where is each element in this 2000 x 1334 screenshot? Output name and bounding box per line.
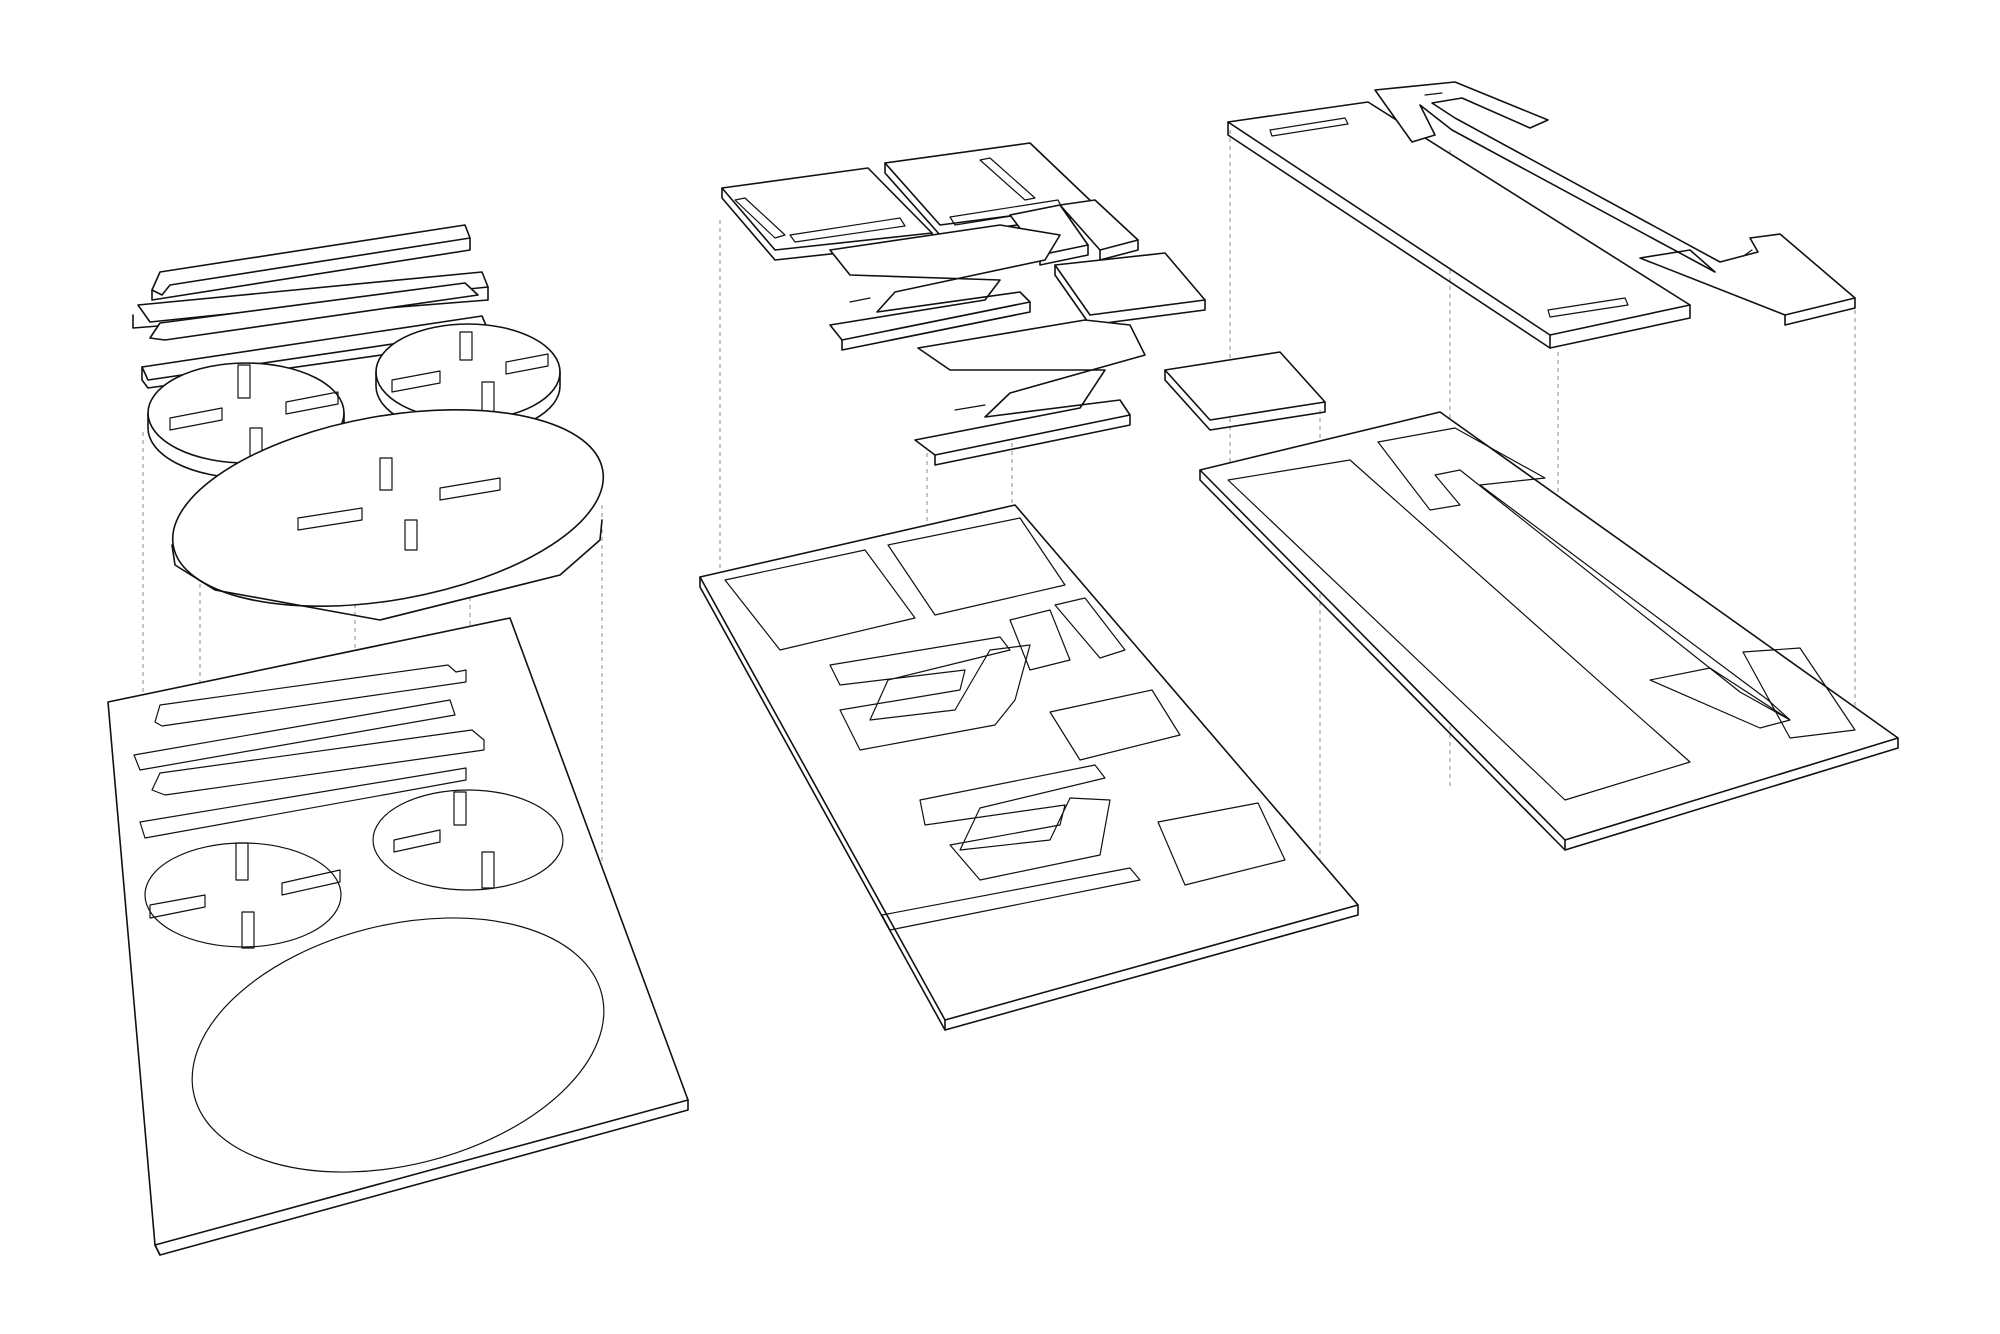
right-parts bbox=[1227, 81, 1856, 349]
middle-cutting-sheet bbox=[699, 504, 1359, 1031]
right-cutting-sheet bbox=[1199, 411, 1899, 851]
middle-parts bbox=[721, 142, 1326, 466]
left-parts bbox=[132, 224, 605, 621]
left-cutting-sheet bbox=[107, 617, 689, 1256]
